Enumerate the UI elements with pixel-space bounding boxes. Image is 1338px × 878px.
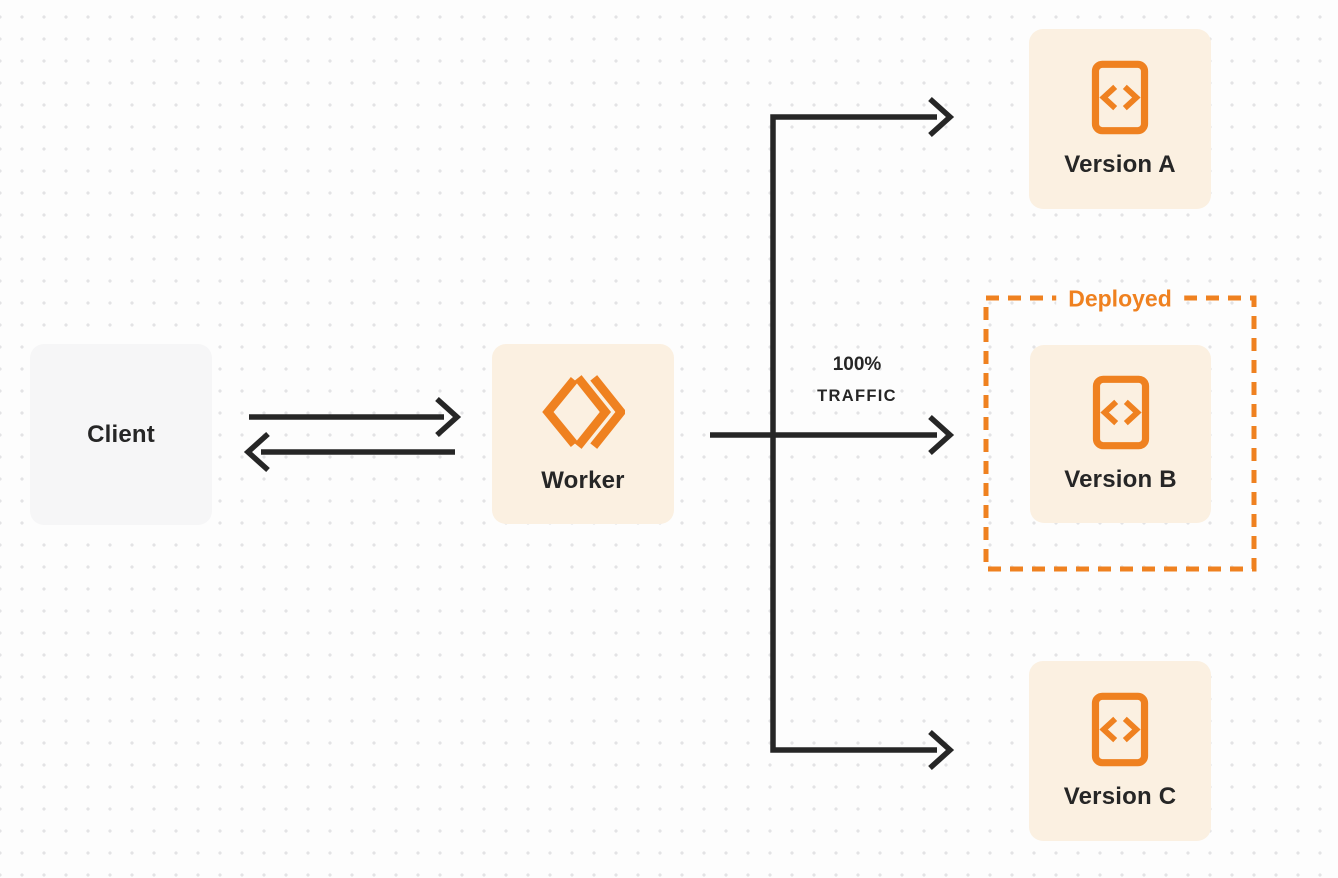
client-to-worker-arrowhead	[435, 396, 462, 438]
branch-to-version-a-arrowhead	[928, 96, 955, 138]
version-c-label: Version C	[1063, 782, 1177, 810]
code-file-icon	[1091, 692, 1149, 766]
version-a-label: Version A	[1064, 150, 1176, 178]
branch-line	[770, 114, 937, 753]
deployed-label: Deployed	[1056, 284, 1184, 314]
worker-to-version-b-arrowhead	[928, 414, 955, 456]
version-a-node: Version A	[1029, 29, 1211, 209]
worker-to-client-arrowhead	[243, 431, 270, 473]
version-b-label: Version B	[1064, 465, 1177, 493]
traffic-label: 100% TRAFFIC	[817, 354, 897, 406]
client-node: Client	[30, 344, 212, 525]
version-b-node: Version B	[1030, 345, 1211, 523]
traffic-word: TRAFFIC	[817, 387, 897, 405]
worker-label: Worker	[541, 467, 625, 494]
traffic-percent: 100%	[832, 354, 882, 375]
client-label: Client	[87, 420, 155, 448]
version-c-node: Version C	[1029, 661, 1211, 841]
cloudflare-workers-icon	[542, 375, 625, 449]
worker-node: Worker	[492, 344, 674, 524]
branch-to-version-c-arrowhead	[928, 729, 955, 771]
code-file-icon	[1092, 375, 1149, 449]
code-file-icon	[1091, 60, 1149, 134]
